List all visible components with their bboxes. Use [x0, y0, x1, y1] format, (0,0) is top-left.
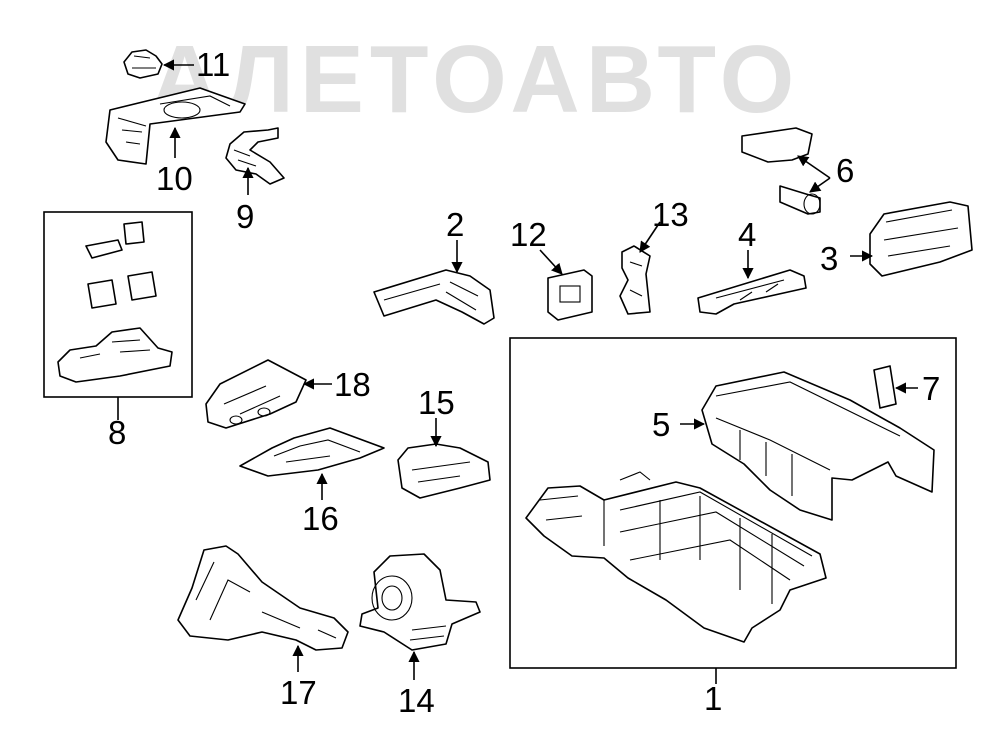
callout-11: 11 — [196, 46, 230, 83]
callout-16: 16 — [302, 500, 339, 537]
part-1-box — [509, 337, 957, 669]
callout-10: 10 — [156, 160, 193, 197]
watermark-logo: АЛЕТОАВТО — [150, 26, 800, 133]
part-16-drawing — [239, 427, 385, 477]
part-4-drawing — [697, 269, 807, 315]
part-11-drawing — [123, 49, 163, 79]
part-7-drawing — [873, 365, 897, 409]
part-15-drawing — [397, 443, 491, 499]
part-5-drawing — [701, 371, 935, 521]
part-18-drawing — [205, 359, 307, 429]
callout-9: 9 — [236, 198, 254, 235]
callout-17: 17 — [280, 674, 317, 711]
part-8-drawing — [57, 221, 173, 383]
callout-12: 12 — [510, 216, 547, 253]
callout-13: 13 — [652, 196, 689, 233]
callout-15: 15 — [418, 384, 455, 421]
callout-5: 5 — [652, 406, 670, 443]
part-14-drawing — [359, 553, 481, 651]
callout-3: 3 — [820, 240, 838, 277]
part-13-drawing — [619, 245, 651, 315]
part-9-drawing — [225, 127, 285, 185]
callout-18: 18 — [334, 366, 371, 403]
part-1-drawing — [525, 471, 827, 643]
callout-14: 14 — [398, 682, 435, 719]
callout-labels: 1 2 3 4 5 6 7 8 9 10 11 12 13 14 15 16 1… — [108, 46, 940, 719]
callout-6: 6 — [836, 152, 854, 189]
part-12-drawing — [547, 269, 593, 321]
part-6-drawing — [741, 127, 821, 215]
watermark-text: АЛЕТОАВТО — [150, 26, 800, 133]
part-10-drawing — [105, 87, 246, 165]
callout-2: 2 — [446, 206, 464, 243]
callout-4: 4 — [738, 216, 756, 253]
part-3-drawing — [869, 201, 973, 277]
part-2-drawing — [373, 269, 495, 325]
callout-1: 1 — [704, 680, 722, 717]
callout-8: 8 — [108, 414, 126, 451]
callout-7: 7 — [922, 370, 940, 407]
part-17-drawing — [177, 545, 349, 651]
